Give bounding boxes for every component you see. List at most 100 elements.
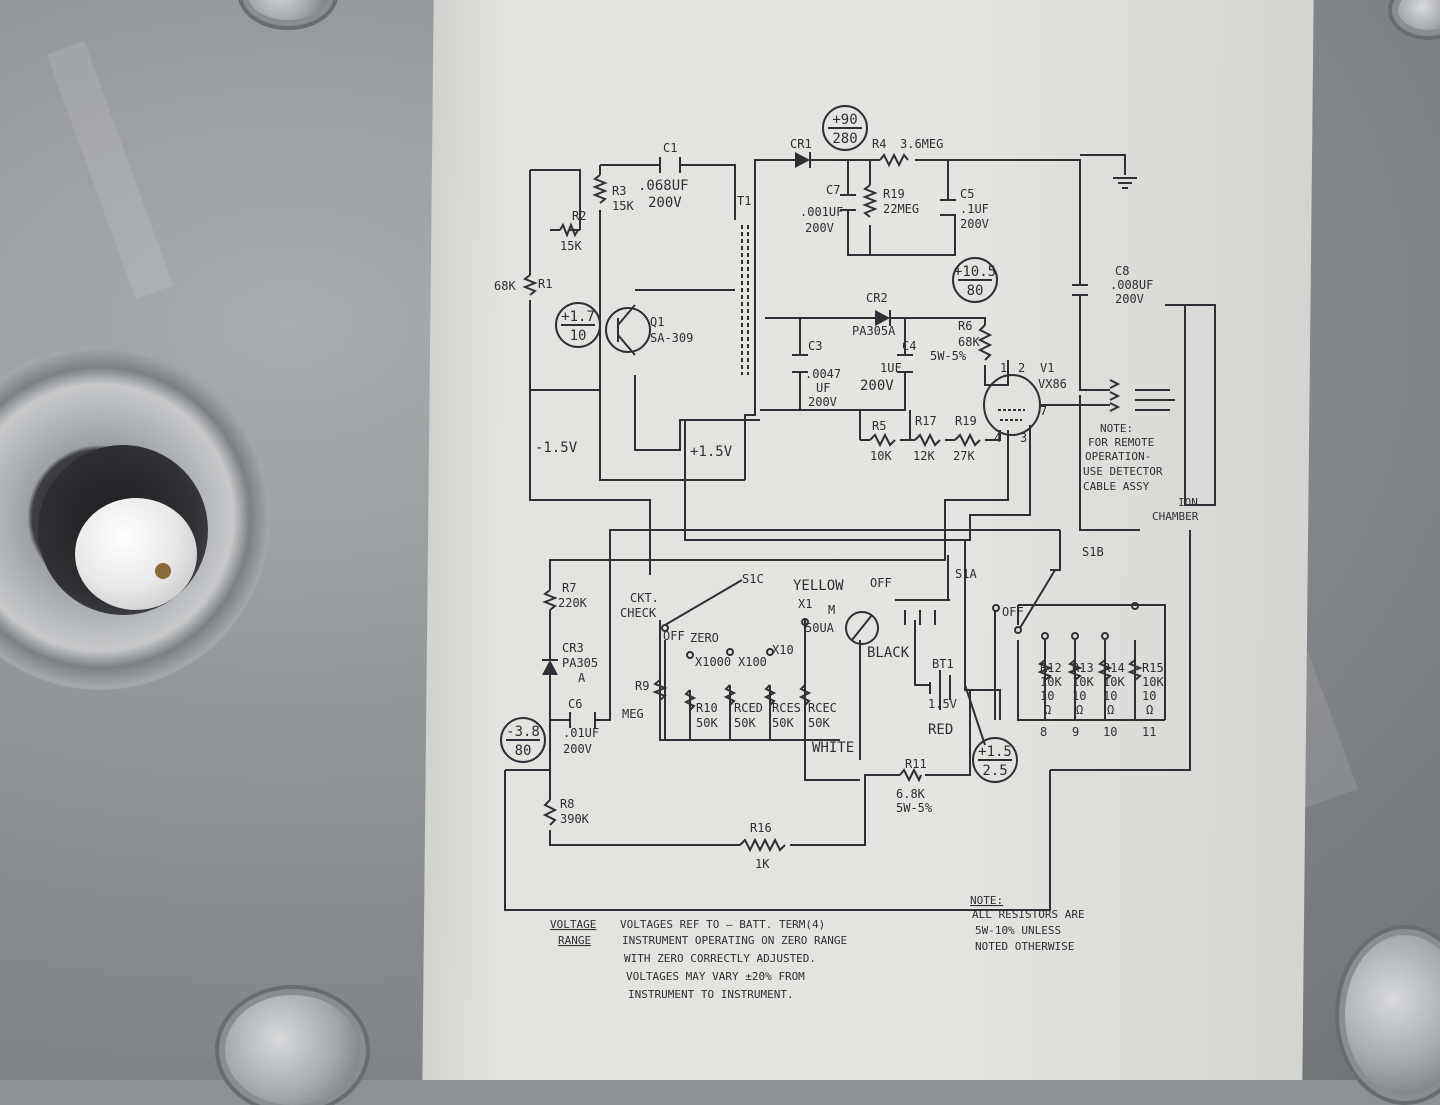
ion-chamber-connector (1109, 304, 1216, 506)
r11-value: 6.8K (896, 787, 926, 801)
black-label: BLACK (867, 645, 910, 661)
voltage-note-line: VOLTAGES REF TO — BATT. TERM(4) (620, 918, 825, 931)
neg-rail-label: -1.5V (535, 440, 578, 456)
r3-label: R3 (612, 184, 626, 198)
rces-label: RCES (772, 701, 801, 715)
ion-chamber-label: CHAMBER (1152, 510, 1199, 523)
v1-pin: 2 (1018, 361, 1025, 375)
connector-pin (155, 563, 171, 579)
resistor-note-line: 5W-10% UNLESS (975, 924, 1061, 937)
x1-label: X1 (798, 597, 812, 611)
r5-label: R5 (872, 419, 886, 433)
c4-label: C4 (902, 339, 916, 353)
ion-note-line: FOR REMOTE (1088, 436, 1154, 449)
c3-label: C3 (808, 339, 822, 353)
r11-rating: 5W-5% (896, 801, 933, 815)
r2-label: R2 (572, 209, 586, 223)
rcec-label: RCEC (808, 701, 837, 715)
r12-exponent: 10 (1040, 689, 1054, 703)
voltage-marker-top: +1.5 (978, 744, 1012, 760)
cr2-value: PA305A (852, 324, 896, 338)
voltage-marker-top: +10.5 (954, 264, 996, 280)
voltage-marker-bottom: 2.5 (982, 763, 1007, 779)
transformer-t1 (741, 225, 749, 375)
r4-value: 3.6MEG (900, 137, 943, 151)
meter-label: M (828, 603, 835, 617)
transistor-q1 (605, 304, 651, 356)
r8-value: 390K (560, 812, 590, 826)
ckt-check-label: CHECK (620, 606, 657, 620)
v1-value: VX86 (1038, 377, 1067, 391)
c1-value: .068UF (638, 178, 689, 194)
meter-value: 50UA (805, 621, 835, 635)
q1-label: Q1 (650, 315, 664, 329)
v1-pin: 7 (1040, 404, 1047, 418)
r9-value: MEG (622, 707, 644, 721)
red-label: RED (928, 722, 953, 738)
c3-value: .0047 (805, 367, 841, 381)
r12-label: R12 (1040, 661, 1062, 675)
r10-value: 50K (696, 716, 718, 730)
r14-label: R14 (1103, 661, 1125, 675)
r4-label: R4 (872, 137, 886, 151)
r1-label: R1 (538, 277, 552, 291)
voltage-note-line: INSTRUMENT TO INSTRUMENT. (628, 988, 794, 1001)
r13-value: 10K (1072, 675, 1094, 689)
x1000-label: X1000 (695, 655, 731, 669)
r12-range: 8 (1040, 725, 1047, 739)
panel-screw (248, 0, 328, 20)
white-label: WHITE (812, 740, 854, 756)
c7-label: C7 (826, 183, 840, 197)
c5-value: .1UF (960, 202, 989, 216)
r10-label: R10 (696, 701, 718, 715)
r13-ohm: Ω (1076, 703, 1083, 717)
resistor-note-title: NOTE: (970, 894, 1003, 907)
c7-value: .001UF (800, 205, 843, 219)
switch-arms (664, 569, 1056, 746)
ion-note-line: OPERATION- (1085, 450, 1151, 463)
meter-m (845, 611, 879, 645)
r19-label: R19 (883, 187, 905, 201)
x100-label: X100 (738, 655, 767, 669)
r19b-label: R19 (955, 414, 977, 428)
cr2-label: CR2 (866, 291, 888, 305)
r15-range: 11 (1142, 725, 1156, 739)
q1-value: SA-309 (650, 331, 693, 345)
capacitors (569, 157, 1088, 728)
r15-label: R15 (1142, 661, 1164, 675)
cr1-label: CR1 (790, 137, 812, 151)
switch-labels: S1C S1A S1B CKT. CHECK OFF ZERO X1000 X1… (620, 545, 1104, 756)
r11-label: R11 (905, 757, 927, 771)
battery-bt1 (929, 676, 941, 700)
voltage-marker-circles (500, 105, 1018, 783)
voltage-marker-bottom: 80 (967, 283, 984, 299)
r13-exponent: 10 (1072, 689, 1086, 703)
voltage-range-heading: RANGE (558, 934, 591, 947)
voltage-marker-top: +1.7 (561, 309, 595, 325)
c5-voltage: 200V (960, 217, 989, 231)
ion-chamber-label: ION (1178, 496, 1198, 509)
c4-voltage: 200V (860, 378, 894, 394)
voltage-marker-bottom: 280 (832, 131, 857, 147)
c4-value: 1UF (880, 361, 902, 375)
r15-value: 10K (1142, 675, 1164, 689)
ion-note-line: USE DETECTOR (1083, 465, 1163, 478)
r12-value: 10K (1040, 675, 1062, 689)
r5-value: 10K (870, 449, 892, 463)
c6-value: .01UF (563, 726, 599, 740)
voltage-marker-top: +90 (832, 112, 857, 128)
rced-value: 50K (734, 716, 756, 730)
bt1-value: 1.5V (928, 697, 957, 711)
r17-value: 12K (913, 449, 935, 463)
rces-value: 50K (772, 716, 794, 730)
s1c-label: S1C (742, 572, 764, 586)
rced-label: RCED (734, 701, 763, 715)
s1a-label: S1A (955, 567, 977, 581)
voltage-note-line: VOLTAGES MAY VARY ±20% FROM (626, 970, 805, 983)
c3-unit: UF (816, 381, 830, 395)
s1c-off-label: OFF (663, 629, 685, 643)
c6-label: C6 (568, 697, 582, 711)
yellow-label: YELLOW (793, 578, 844, 594)
c8-label: C8 (1115, 264, 1129, 278)
r7-label: R7 (562, 581, 576, 595)
